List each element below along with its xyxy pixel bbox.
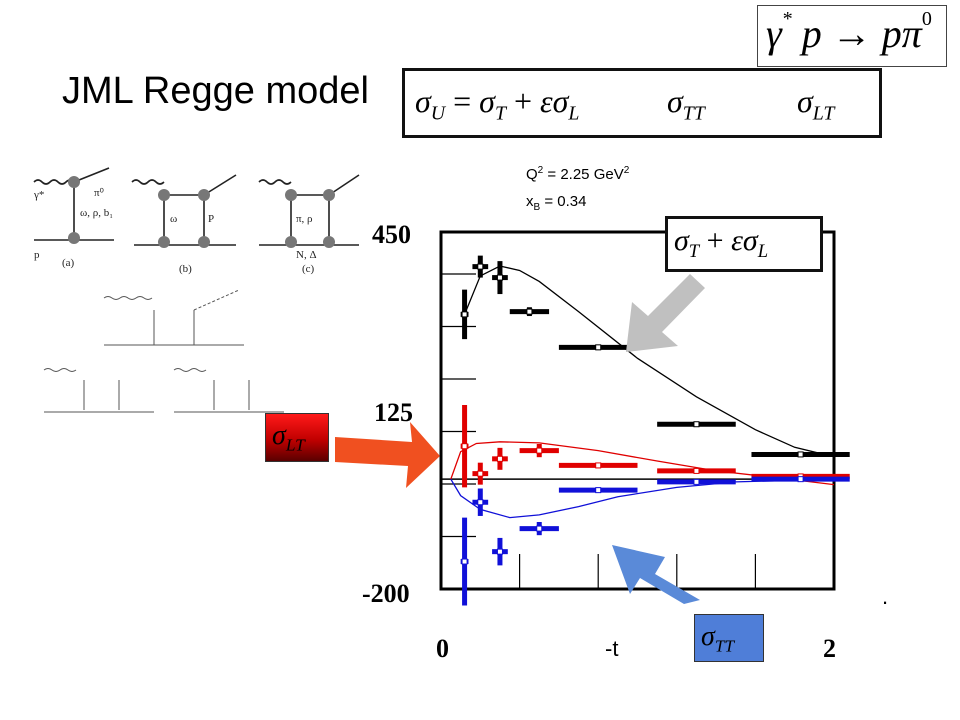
- xb-label: xB = 0.34: [526, 193, 587, 213]
- point-marker: [693, 478, 700, 485]
- diagram-b-label: (b): [179, 263, 192, 275]
- formula-sigma-tt: σTT: [667, 83, 705, 125]
- data-point: [460, 405, 469, 488]
- sigma-lt-callout: σLT: [265, 413, 329, 462]
- diagram-a-gamma: γ*: [33, 189, 44, 201]
- point-marker: [477, 470, 484, 477]
- stray-dot: .: [882, 584, 889, 609]
- diagram-row-2: [103, 289, 244, 346]
- y-tick-bottom: -200: [362, 579, 410, 608]
- diagram-a-label: (a): [62, 257, 75, 269]
- sigma-tt-callout: σTT: [694, 614, 764, 662]
- data-point: [460, 289, 469, 340]
- data-point: [472, 462, 489, 485]
- x-tick-right: 2: [823, 634, 836, 663]
- data-point: [657, 467, 736, 474]
- diagram-c-label: (c): [302, 263, 315, 275]
- point-marker: [496, 548, 503, 555]
- point-marker: [461, 558, 468, 565]
- y-tick-top: 450: [372, 220, 411, 249]
- data-point: [519, 521, 559, 536]
- x-axis-label: -t: [605, 636, 619, 661]
- point-marker: [461, 311, 468, 318]
- formula-sigma-u: σU = σT + εσL: [415, 83, 580, 125]
- point-marker: [595, 462, 602, 469]
- data-point: [558, 462, 638, 469]
- data-point: [460, 517, 469, 606]
- point-marker: [595, 344, 602, 351]
- diagram-b: [131, 174, 237, 248]
- diagram-a-exchange: ω, ρ, b₁: [80, 207, 113, 219]
- x-tick-left: 0: [436, 634, 449, 663]
- data-point: [472, 488, 489, 516]
- diagram-a-proton: p: [34, 249, 40, 261]
- point-marker: [461, 443, 468, 450]
- data-point: [509, 307, 550, 317]
- curve-series-2: [450, 478, 835, 519]
- data-point: [558, 487, 638, 494]
- point-marker: [496, 455, 503, 462]
- diagram-c: [258, 174, 360, 248]
- point-marker: [693, 421, 700, 428]
- data-point: [492, 447, 508, 470]
- slide-title: JML Regge model: [62, 70, 369, 112]
- point-marker: [536, 525, 543, 532]
- point-marker: [693, 467, 700, 474]
- data-points: [460, 255, 850, 606]
- point-marker: [536, 447, 543, 454]
- q2-label: Q2 = 2.25 GeV2: [526, 165, 630, 183]
- data-point: [472, 255, 489, 278]
- point-marker: [496, 274, 503, 281]
- data-point: [558, 344, 638, 351]
- curve-series-0: [463, 265, 835, 457]
- data-point: [657, 478, 736, 485]
- diagram-b-top: ω: [170, 213, 177, 225]
- sigma-t-plus-l-callout: σT + εσL: [665, 216, 823, 272]
- point-marker: [477, 499, 484, 506]
- diagram-c-top: π, ρ: [296, 213, 313, 225]
- data-point: [657, 421, 736, 428]
- feynman-diagrams: (a) (b) (c) γ* π⁰ ω, ρ, b₁ p ω P π, ρ N,…: [33, 167, 360, 413]
- reaction-formula: γ* p → pπ0: [766, 8, 932, 56]
- point-marker: [595, 487, 602, 494]
- diagram-row-3: [43, 368, 284, 413]
- y-tick-mid: 125: [374, 398, 413, 427]
- data-point: [751, 476, 850, 483]
- formula-sigma-lt: σLT: [797, 83, 835, 125]
- point-marker: [797, 451, 804, 458]
- point-marker: [526, 308, 533, 315]
- diagram-a-pi0: π⁰: [94, 187, 105, 199]
- diagram-a: [33, 167, 114, 244]
- cross-section-formula-box: σU = σT + εσL σTT σLT: [402, 68, 882, 138]
- diagram-c-bottom: N, Δ: [296, 249, 317, 261]
- point-marker: [797, 476, 804, 483]
- data-point: [519, 444, 559, 458]
- diagram-b-right: P: [208, 213, 214, 225]
- point-marker: [477, 263, 484, 270]
- reaction-box: γ* p → pπ0: [757, 5, 947, 67]
- data-point: [751, 451, 850, 458]
- data-point: [492, 537, 508, 566]
- data-point: [492, 261, 508, 295]
